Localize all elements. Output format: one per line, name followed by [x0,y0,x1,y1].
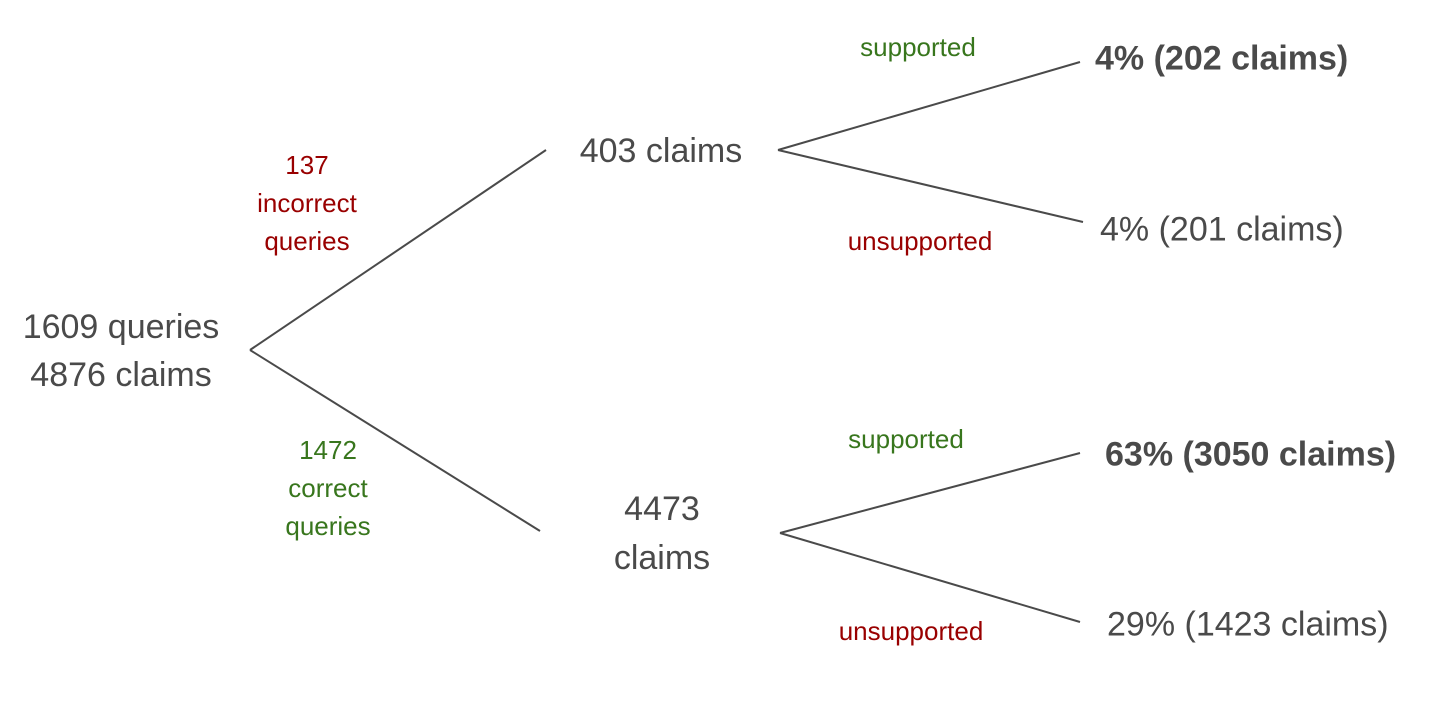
result-supported-3050: 63% (3050 claims) [1105,435,1397,474]
label-supported-top: supported [860,32,976,62]
root-queries-count: 1609 queries [22,308,220,346]
node-4473-word: claims [613,539,711,577]
incorrect-word1: incorrect [257,188,357,218]
correct-count: 1472 [299,435,357,465]
edge-label-incorrect-queries: 137 incorrect queries [257,146,357,260]
root-node: 1609 queries 4876 claims [23,303,220,399]
edge-label-correct-queries: 1472 correct queries [285,431,370,545]
incorrect-count: 137 [285,150,329,180]
label-supported-bottom: supported [848,424,964,454]
edge-4473-to-supported [779,452,1081,534]
edge-4473-to-unsupported [779,532,1081,623]
node-4473-claims: 4473 claims [614,485,710,583]
node-403-claims: 403 claims [579,132,743,170]
result-unsupported-1423: 29% (1423 claims) [1107,605,1389,644]
root-claims-count: 4876 claims [30,356,212,394]
edge-403-to-supported [777,61,1081,151]
edge-403-to-unsupported [777,149,1084,223]
incorrect-word2: queries [264,226,350,256]
edge-root-to-4473 [249,349,541,532]
correct-word2: queries [285,511,371,541]
correct-word1: correct [288,473,368,503]
result-supported-202: 4% (202 claims) [1095,39,1349,78]
edge-root-to-403 [249,149,547,351]
label-unsupported-top: unsupported [847,226,993,256]
node-4473-count: 4473 [624,490,700,528]
result-unsupported-201: 4% (201 claims) [1100,210,1344,249]
label-unsupported-bottom: unsupported [838,616,984,646]
